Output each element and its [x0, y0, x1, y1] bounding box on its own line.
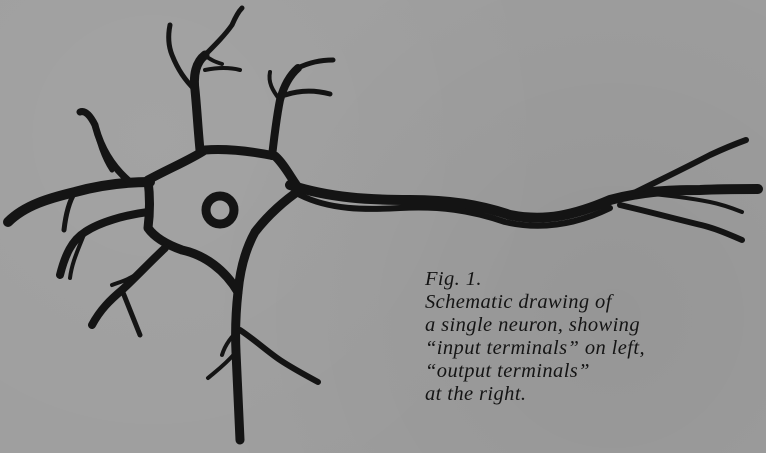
dendrite-upper-right-b: [285, 91, 330, 95]
dendrite-upper-right-a: [298, 60, 333, 68]
caption-line-2: Schematic drawing of: [425, 291, 755, 314]
dendrite-lower-left: [92, 248, 165, 325]
caption-line-4: “input terminals” on left,: [425, 337, 755, 360]
dendrite-top-branch-d: [205, 55, 222, 64]
caption-line-5: “output terminals”: [425, 360, 755, 383]
caption-line-title: Fig. 1.: [425, 268, 755, 291]
dendrite-upper-right: [272, 68, 298, 156]
dendrite-branch-ul3: [95, 125, 112, 170]
nucleus: [206, 196, 234, 224]
axon-terminal-bottom: [620, 205, 742, 240]
axon: [290, 185, 758, 218]
caption-line-6: at the right.: [425, 383, 755, 406]
dendrite-bottom-a: [240, 330, 318, 382]
dendrite-top-branch-c: [205, 68, 240, 70]
figure-caption: Fig. 1. Schematic drawing of a single ne…: [425, 268, 755, 406]
axon-terminal-mid: [640, 193, 742, 212]
dendrite-upper-right-c: [269, 72, 280, 100]
caption-line-3: a single neuron, showing: [425, 314, 755, 337]
dendrite-top-branch-b: [205, 8, 242, 55]
dendrite-branch-ul1: [80, 112, 130, 182]
dendrite-branch-ll1: [122, 290, 140, 335]
dendrite-bottom: [236, 292, 240, 440]
